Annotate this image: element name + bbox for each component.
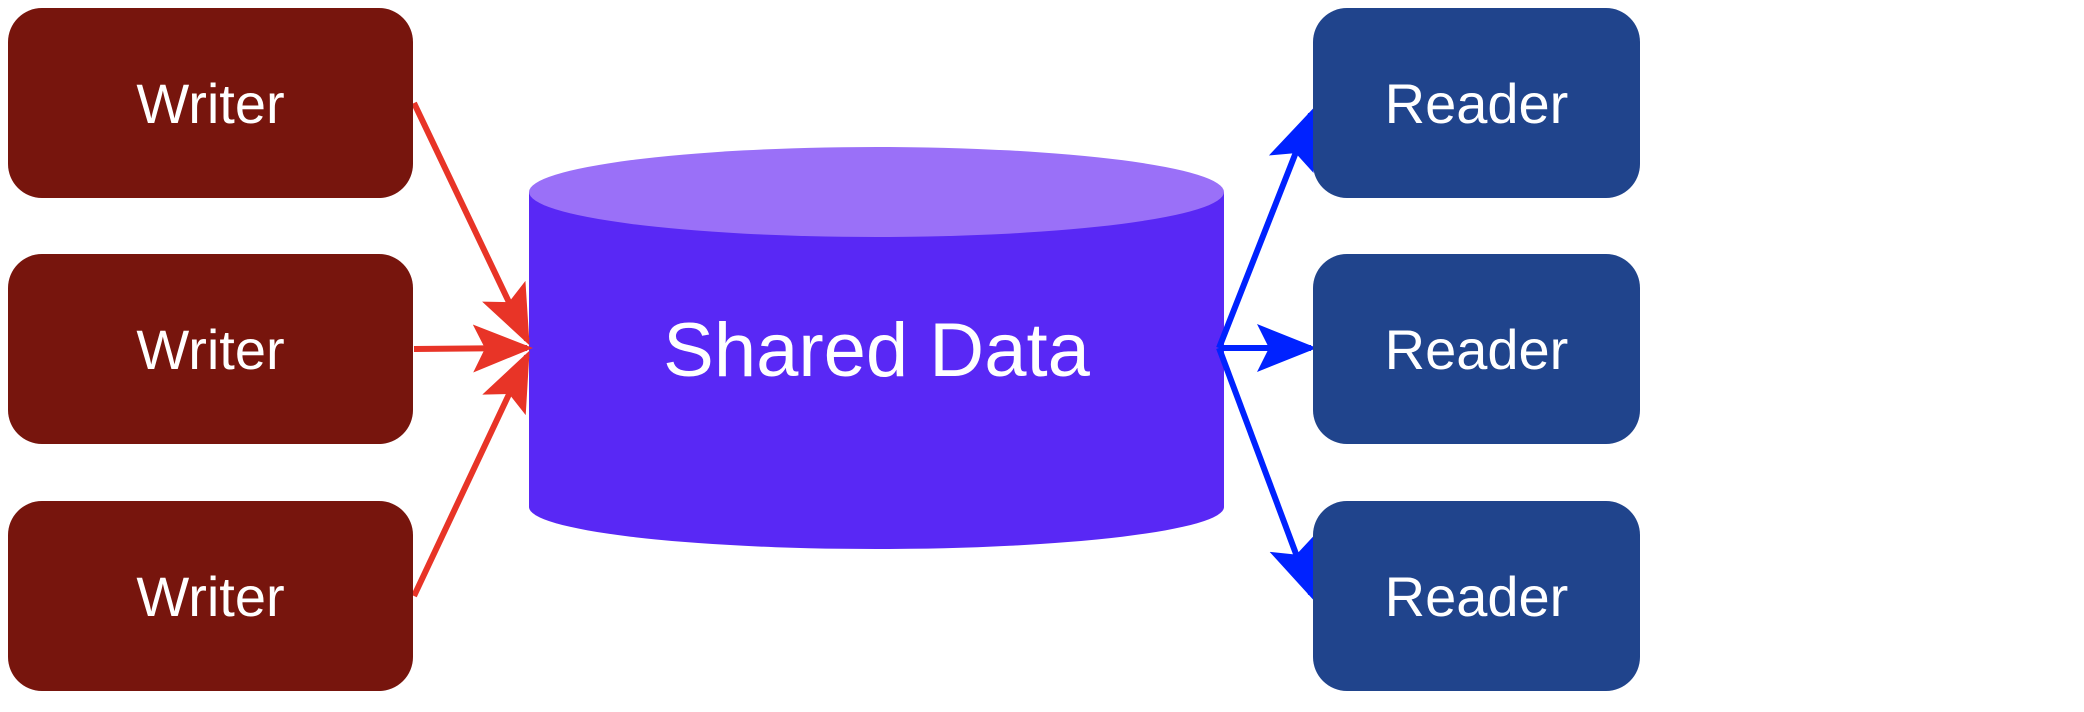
writer-label: Writer	[136, 317, 285, 381]
write-arrows	[411, 101, 533, 598]
write-arrow-3	[411, 350, 530, 598]
read-arrows	[1216, 108, 1317, 600]
reader-label: Reader	[1384, 317, 1569, 381]
read-arrow-3	[1216, 346, 1315, 600]
writer-node-2: Writer	[8, 254, 413, 444]
writer-label: Writer	[136, 564, 285, 628]
shared-data-cylinder	[529, 147, 1224, 549]
writer-label: Writer	[136, 71, 285, 135]
read-arrow-1	[1216, 108, 1314, 350]
shared-data-label: Shared Data	[663, 307, 1090, 393]
writer-node-1: Writer	[8, 8, 413, 198]
reader-node-2: Reader	[1313, 254, 1640, 444]
writer-node-3: Writer	[8, 501, 413, 691]
write-arrow-2	[413, 324, 533, 373]
reader-label: Reader	[1384, 564, 1569, 628]
reader-label: Reader	[1384, 71, 1569, 135]
reader-node-1: Reader	[1313, 8, 1640, 198]
reader-node-3: Reader	[1313, 501, 1640, 691]
write-arrow-1	[411, 101, 530, 346]
